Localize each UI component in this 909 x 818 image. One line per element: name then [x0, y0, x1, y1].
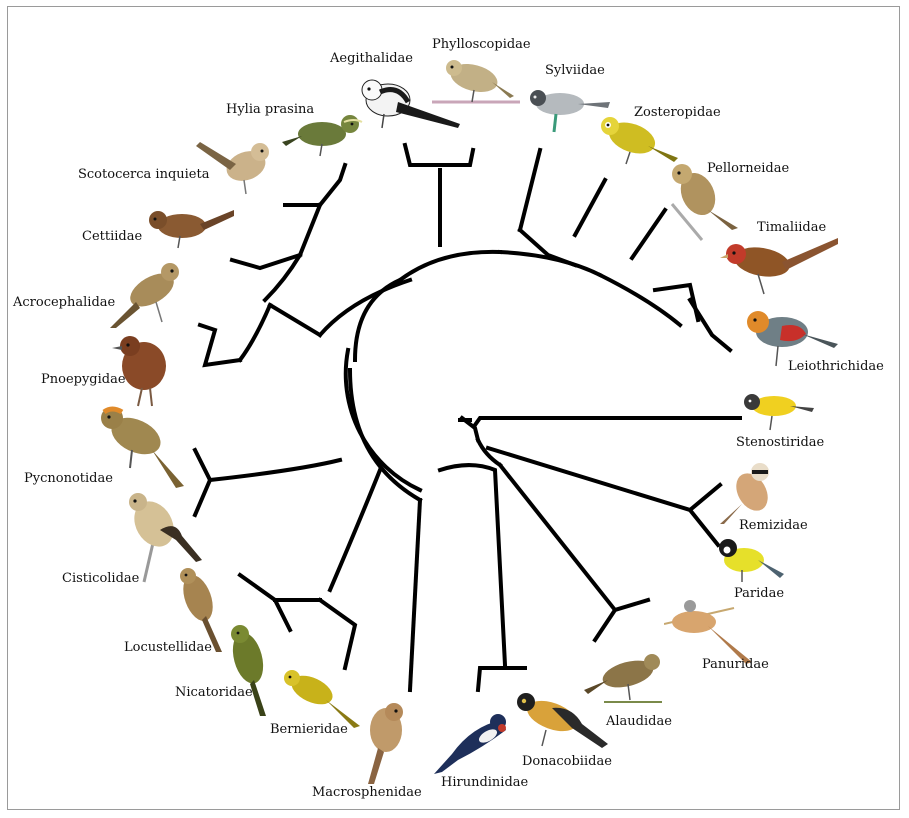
- label-timaliidae: Timaliidae: [757, 221, 826, 234]
- label-paridae: Paridae: [734, 587, 784, 600]
- label-aegithalidae: Aegithalidae: [330, 52, 413, 65]
- branch-lower-arc: [350, 370, 420, 500]
- label-bernieridae: Bernieridae: [270, 723, 348, 736]
- branch-main-top: [400, 252, 500, 280]
- label-locustellidae: Locustellidae: [124, 641, 212, 654]
- label-macrosphenidae: Macrosphenidae: [312, 786, 422, 799]
- branch-nicator-node: [240, 575, 290, 630]
- label-hirundinidae: Hirundinidae: [441, 776, 528, 789]
- branch-bernier-node: [320, 600, 355, 668]
- branch-panuridae-alaudidae: [500, 465, 615, 610]
- branch-hylia-node: [285, 165, 345, 205]
- label-zosteropidae: Zosteropidae: [634, 106, 721, 119]
- branch-panuridae-node: [595, 600, 648, 640]
- label-pycnonotidae: Pycnonotidae: [24, 472, 113, 485]
- paridae-bird-icon: [714, 536, 786, 588]
- label-donacobiidae: Donacobiidae: [522, 755, 612, 768]
- cisticolidae-bird-icon: [120, 490, 204, 584]
- label-panuridae: Panuridae: [702, 658, 769, 671]
- branch-cett-node: [232, 255, 300, 268]
- branch-stenostiridae: [475, 418, 740, 425]
- timaliidae-bird-icon: [720, 232, 840, 298]
- branch-right-arc: [600, 275, 680, 325]
- branch-sylvi-node: [520, 230, 575, 265]
- branch-pnoe-acro: [240, 305, 270, 360]
- branch-ul-1: [270, 305, 320, 335]
- branch-macrosphenidae: [410, 500, 420, 690]
- label-leiothrichidae: Leiothrichidae: [788, 360, 884, 373]
- acrocephalidae-bird-icon: [108, 262, 190, 330]
- bernieridae-bird-icon: [282, 668, 362, 728]
- label-pellorneidae: Pellorneidae: [707, 162, 789, 175]
- hirundinidae-bird-icon: [432, 708, 512, 776]
- label-pnoepygidae: Pnoepygidae: [41, 373, 126, 386]
- branch-leio-node: [690, 300, 730, 350]
- branch-pell: [632, 210, 665, 258]
- hylia-bird-icon: [282, 112, 366, 160]
- label-hylia-prasina: Hylia prasina: [226, 103, 314, 116]
- label-alaudidae: Alaudidae: [606, 715, 672, 728]
- label-cettiidae: Cettiidae: [82, 230, 142, 243]
- branch-zoster: [575, 180, 605, 235]
- branch-sylviidae: [520, 150, 540, 230]
- stenostiridae-bird-icon: [736, 386, 816, 436]
- cettiidae-bird-icon: [142, 206, 234, 252]
- donacobiidae-bird-icon: [512, 690, 610, 754]
- label-phylloscopidae: Phylloscopidae: [432, 38, 531, 51]
- branch-aeg-node: [405, 145, 473, 165]
- branch-pycnonotidae: [210, 460, 340, 480]
- phylloscopidae-bird-icon: [432, 52, 522, 110]
- branch-donacobiidae: [440, 465, 505, 665]
- branch-hylia: [300, 205, 320, 255]
- branch-remiz-paridae: [488, 448, 690, 510]
- label-sylviidae: Sylviidae: [545, 64, 605, 77]
- label-nicatoridae: Nicatoridae: [175, 686, 253, 699]
- nicatoridae-bird-icon: [226, 624, 274, 718]
- label-stenostiridae: Stenostiridae: [736, 436, 824, 449]
- branch-main-upper-left: [320, 280, 410, 335]
- macrosphenidae-bird-icon: [360, 700, 412, 786]
- remizidae-bird-icon: [718, 460, 780, 526]
- branch-pnoe-node: [200, 325, 240, 365]
- label-acrocephalidae: Acrocephalidae: [13, 296, 115, 309]
- label-remizidae: Remizidae: [739, 519, 808, 532]
- branch-hirund-donac-node: [478, 668, 525, 690]
- label-cisticolidae: Cisticolidae: [62, 572, 139, 585]
- branch-lower-inner: [330, 470, 380, 590]
- label-scotocerca-inquieta: Scotocerca inquieta: [78, 168, 209, 181]
